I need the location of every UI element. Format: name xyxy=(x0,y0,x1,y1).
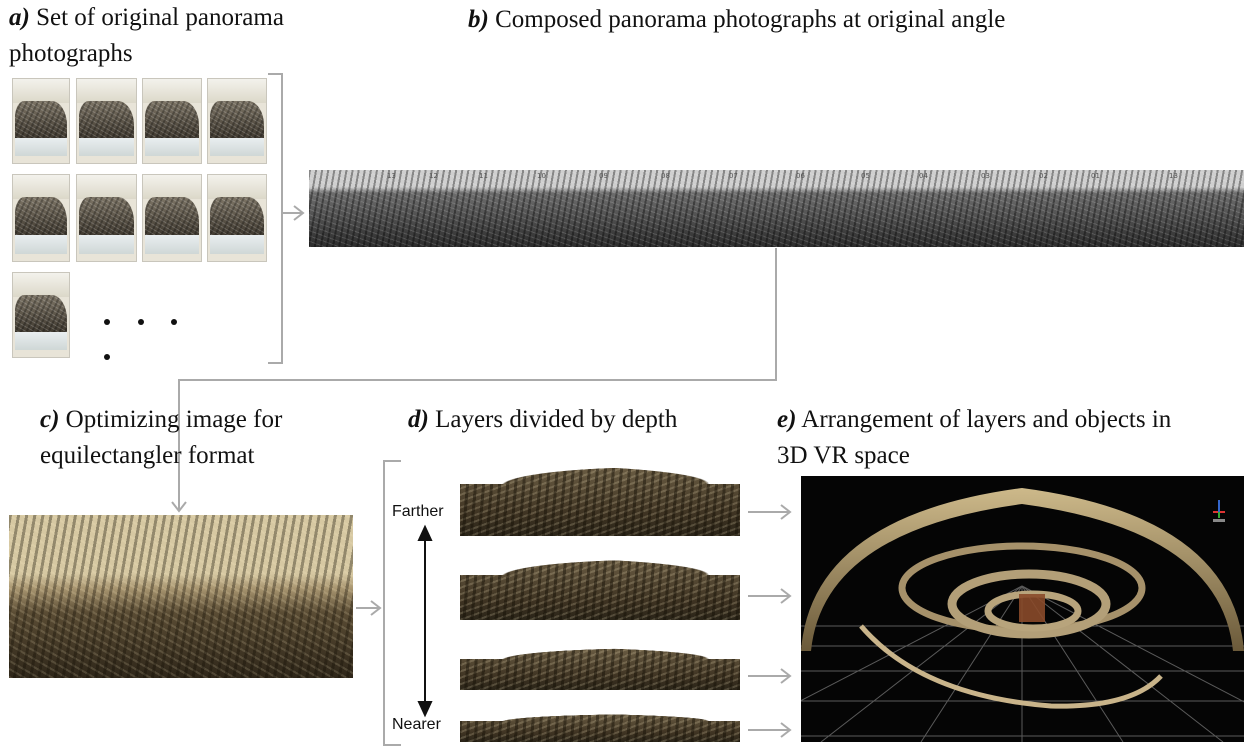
equirectangular-image xyxy=(9,515,353,678)
arrow-b-to-c xyxy=(178,248,777,510)
depth-layer-far xyxy=(460,555,740,620)
depth-layer-farthest xyxy=(460,462,740,536)
ellipsis-dot xyxy=(104,319,110,325)
panel-b-caption-text: Composed panorama photographs at origina… xyxy=(495,6,1006,33)
panel-c-caption-line1: Optimizing image for xyxy=(65,406,283,433)
arrowhead xyxy=(780,722,792,738)
arrowhead xyxy=(780,504,792,520)
arrowhead xyxy=(293,205,305,221)
panel-c-caption-line2: equilectangler format xyxy=(40,442,255,469)
arrowhead xyxy=(171,501,187,513)
ellipsis-dot xyxy=(104,354,110,360)
nearer-label: Nearer xyxy=(392,716,441,733)
panel-e-letter: e) xyxy=(777,406,797,433)
original-photo xyxy=(12,174,70,262)
depth-arrowhead-up xyxy=(417,524,433,541)
panel-a-caption: a) Set of original panorama xyxy=(9,2,284,34)
panel-a-letter: a) xyxy=(9,4,30,31)
original-photo xyxy=(12,272,70,358)
panel-e-caption-line1: Arrangement of layers and objects in xyxy=(801,406,1172,433)
original-photo xyxy=(142,174,202,262)
photos-bracket xyxy=(268,73,283,364)
farther-label: Farther xyxy=(392,503,444,520)
original-photo xyxy=(12,78,70,164)
panel-e-caption: e) Arrangement of layers and objects in xyxy=(777,404,1171,436)
panel-a-caption-line2: photographs xyxy=(9,40,133,67)
depth-layer-near xyxy=(460,645,740,690)
vr-space-view xyxy=(801,476,1244,742)
original-photo xyxy=(76,174,137,262)
panel-d-caption: d) Layers divided by depth xyxy=(408,404,677,436)
panel-e-caption-line2: 3D VR space xyxy=(777,442,910,469)
original-photo xyxy=(207,174,267,262)
depth-arrowhead-down xyxy=(417,701,433,718)
vr-dome-layer xyxy=(801,488,1244,651)
panel-d-letter: d) xyxy=(408,406,429,433)
arrowhead xyxy=(370,600,382,616)
arrowhead xyxy=(780,668,792,684)
panel-c-caption: c) Optimizing image for xyxy=(40,404,282,436)
vr-ring-layer xyxy=(947,569,1111,639)
ellipsis-dot xyxy=(171,319,177,325)
depth-layer-nearest xyxy=(460,712,740,742)
original-photo xyxy=(76,78,137,164)
arrowhead xyxy=(780,588,792,604)
original-photo xyxy=(207,78,267,164)
panel-b-caption: b) Composed panorama photographs at orig… xyxy=(468,4,1005,36)
vr-scene xyxy=(801,488,1244,742)
panel-b-letter: b) xyxy=(468,6,489,33)
panel-c-letter: c) xyxy=(40,406,60,433)
panel-d-caption-text: Layers divided by depth xyxy=(435,406,678,433)
panel-a-caption-line1: Set of original panorama xyxy=(36,4,284,31)
vr-near-layer-arc xyxy=(859,624,1163,709)
vr-center-object xyxy=(1019,594,1045,622)
ellipsis-dot xyxy=(138,319,144,325)
original-photo xyxy=(142,78,202,164)
